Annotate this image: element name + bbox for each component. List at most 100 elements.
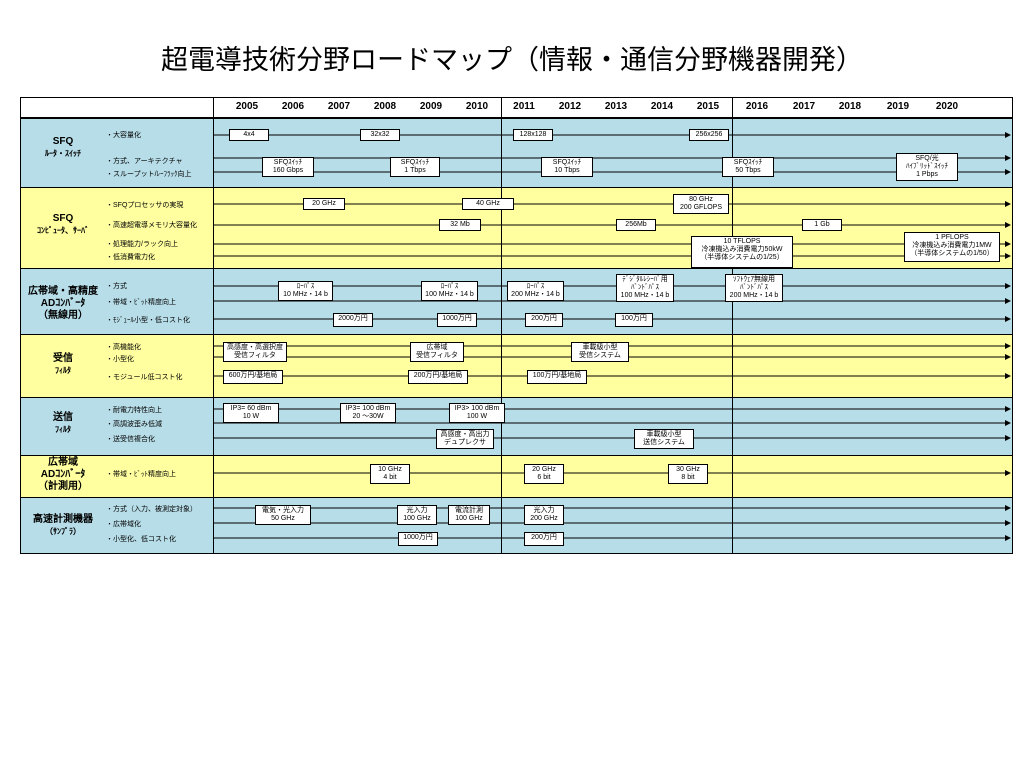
outer-border-bottom <box>20 553 1013 554</box>
band-rx-filter <box>20 334 1013 397</box>
milestone-box: 32 Mb <box>439 219 481 231</box>
year-label: 2008 <box>373 101 397 112</box>
item-label: ・大容量化 <box>106 132 141 139</box>
item-label: ・スループット/ﾚｰﾌﾗｯｸ向上 <box>106 171 192 178</box>
category-sub: （計測用） <box>38 481 88 492</box>
year-label: 2011 <box>513 101 535 112</box>
divider-2015 <box>732 97 733 553</box>
category-sub: ﾙｰﾀ・ｽｲｯﾁ <box>45 149 81 158</box>
milestone-box: 4x4 <box>229 129 269 141</box>
milestone-box: 高感度・高選択度受信フィルタ <box>223 342 287 362</box>
label-column-divider <box>213 97 214 553</box>
year-header: 2005 2006 2007 2008 2009 2010 2011 2012 … <box>20 97 1013 118</box>
milestone-box: 1 Gb <box>802 219 842 231</box>
year-label: 2017 <box>792 101 816 112</box>
item-label: ・SFQプロセッサの実現 <box>106 202 184 209</box>
category-name: 広帯域 <box>48 457 78 468</box>
milestone-box: 32x32 <box>360 129 400 141</box>
item-label: ・ﾓｼﾞｭｰﾙ小型・低コスト化 <box>106 317 190 324</box>
divider-2010 <box>501 97 502 553</box>
row-divider <box>20 497 1013 498</box>
milestone-box: 100万円 <box>615 313 653 327</box>
item-label: ・帯域・ﾋﾞｯﾄ精度向上 <box>106 471 176 478</box>
category-name: 広帯域・高精度 <box>28 286 98 297</box>
band-tx-filter <box>20 397 1013 455</box>
milestone-box: 100万円/基地局 <box>527 370 587 384</box>
band-sampler <box>20 497 1013 553</box>
page-title: 超電導技術分野ロードマップ（情報・通信分野機器開発） <box>161 45 863 76</box>
item-label: ・高機能化 <box>106 344 141 351</box>
year-label: 2009 <box>419 101 443 112</box>
year-label: 2020 <box>935 101 959 112</box>
year-label: 2016 <box>745 101 769 112</box>
category-adc-wireless: 広帯域・高精度 ADｺﾝﾊﾞｰﾀ （無線用） <box>20 286 106 322</box>
milestone-box: 車載級小型受信システム <box>571 342 629 362</box>
category-sub: ﾌｨﾙﾀ <box>55 366 71 375</box>
category-name2: ADｺﾝﾊﾞｰﾀ <box>40 469 86 480</box>
item-label: ・高速超電導メモリ大容量化 <box>106 222 197 229</box>
year-label: 2006 <box>281 101 305 112</box>
item-label: ・小型化 <box>106 356 134 363</box>
item-label: ・方式（入力、被測定対象） <box>106 506 197 513</box>
outer-border-left <box>20 97 21 553</box>
row-divider <box>20 334 1013 335</box>
roadmap-grid: 2005 2006 2007 2008 2009 2010 2011 2012 … <box>20 97 1013 554</box>
year-label: 2014 <box>650 101 674 112</box>
item-label: ・方式 <box>106 283 127 290</box>
milestone-box: 256Mb <box>616 219 656 231</box>
year-label: 2007 <box>327 101 351 112</box>
year-label: 2012 <box>558 101 582 112</box>
category-name: 送信 <box>53 412 73 423</box>
band-adc-measure <box>20 455 1013 497</box>
year-label: 2005 <box>235 101 259 112</box>
year-label: 2019 <box>886 101 910 112</box>
category-sub: （ｻﾝﾌﾟﾗ） <box>45 527 81 536</box>
category-adc-measure: 広帯域 ADｺﾝﾊﾞｰﾀ （計測用） <box>20 457 106 493</box>
row-divider <box>20 268 1013 269</box>
category-sfq-router: SFQ ﾙｰﾀ・ｽｲｯﾁ <box>20 136 106 160</box>
outer-border-right <box>1012 97 1013 553</box>
item-label: ・小型化、低コスト化 <box>106 536 176 543</box>
year-label: 2015 <box>696 101 720 112</box>
category-sub: ｺﾝﾋﾟｭｰﾀ、ｻｰﾊﾞ <box>37 226 89 235</box>
milestone-box: 256x256 <box>689 129 729 141</box>
category-name2: ADｺﾝﾊﾞｰﾀ <box>40 298 86 309</box>
milestone-box: 200万円 <box>524 532 564 546</box>
row-divider <box>20 455 1013 456</box>
item-label: ・方式、アーキテクチャ <box>106 158 183 165</box>
year-label: 2010 <box>465 101 489 112</box>
category-sub: （無線用） <box>38 310 88 321</box>
milestone-box: 高感度・高出力デュプレクサ <box>436 429 494 449</box>
category-tx-filter: 送信 ﾌｨﾙﾀ <box>20 412 106 436</box>
band-sfq-computer <box>20 187 1013 268</box>
row-divider <box>20 118 1013 119</box>
category-name: SFQ <box>52 136 74 147</box>
item-label: ・送受信複合化 <box>106 436 155 443</box>
milestone-box: 200万円/基地局 <box>408 370 468 384</box>
milestone-box: 200万円 <box>525 313 563 327</box>
milestone-box: 20 GHz <box>303 198 345 210</box>
milestone-box: 40 GHz <box>462 198 514 210</box>
category-sampler: 高速計測機器 （ｻﾝﾌﾟﾗ） <box>20 514 106 538</box>
timeline-arrows <box>214 132 1011 541</box>
item-label: ・帯域・ﾋﾞｯﾄ精度向上 <box>106 299 176 306</box>
category-name: 高速計測機器 <box>33 514 93 525</box>
